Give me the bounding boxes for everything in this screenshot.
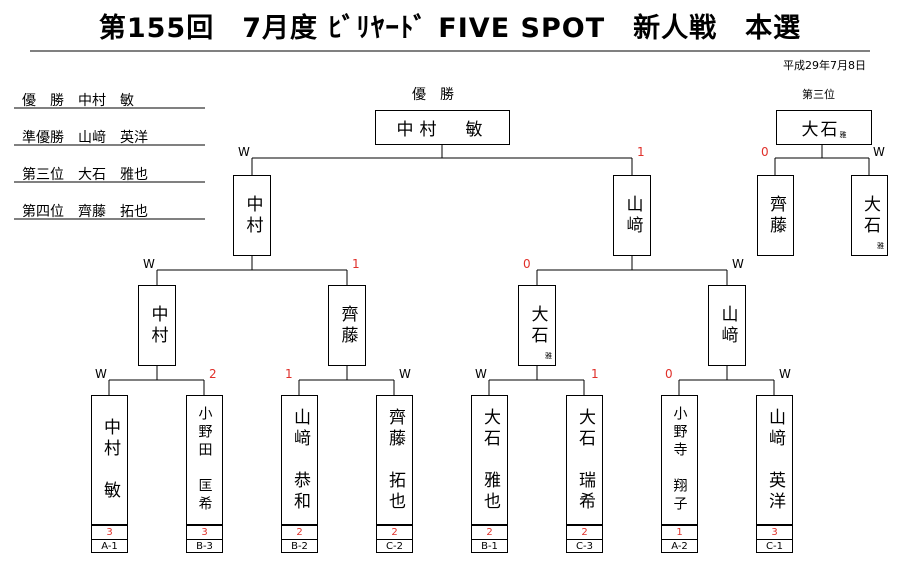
player-group-8: C-1	[766, 541, 783, 552]
player-seed-2: 3	[187, 526, 222, 540]
player-box-5: 大石 雅也	[471, 395, 508, 525]
ranking-third: 第三位 大石 雅也	[22, 167, 148, 183]
player-group-3: B-2	[291, 541, 308, 552]
quarterfinal-name-4: 山﨑	[717, 304, 738, 347]
quarterfinal-small-3: 雅	[545, 352, 552, 360]
semifinal-right-box: 山﨑	[613, 175, 651, 256]
event-date: 平成29年7月8日	[783, 59, 866, 72]
third-place-winner-small: 雅	[839, 130, 847, 139]
third-left-player-name: 齊藤	[766, 194, 786, 237]
player-box-7: 小野寺 翔子	[661, 395, 698, 525]
qf3-left-result: W	[475, 367, 487, 381]
player-seed-3: 2	[282, 526, 317, 540]
third-right-player-small: 雅	[877, 242, 884, 250]
player-name-1: 中村 敏	[100, 418, 120, 502]
player-seed-4: 2	[377, 526, 412, 540]
player-name-2: 小野田 匡希	[196, 406, 213, 514]
quarterfinal-name-2: 齊藤	[337, 304, 358, 347]
player-seed-box-3: 2 B-2	[281, 525, 318, 553]
player-seed-7: 1	[662, 526, 697, 540]
third-place-winner-box: 大石 雅	[776, 110, 872, 145]
page-title: 第155回 7月度 ﾋﾞﾘﾔｰﾄﾞ FIVE SPOT 新人戦 本選	[98, 13, 802, 44]
player-name-8: 山﨑 英洋	[765, 407, 785, 513]
player-group-4: C-2	[386, 541, 403, 552]
player-seed-box-7: 1 A-2	[661, 525, 698, 553]
player-seed-1: 3	[92, 526, 127, 540]
player-seed-6: 2	[567, 526, 602, 540]
player-group-7: A-2	[671, 541, 688, 552]
semifinal-left-right-result: 1	[352, 257, 360, 271]
ranking-fourth: 第四位 齊藤 拓也	[22, 204, 148, 220]
qf1-left-result: W	[95, 367, 107, 381]
third-left-player-box: 齊藤	[757, 175, 794, 256]
semifinal-right-name: 山﨑	[622, 194, 643, 237]
qf4-right-result: W	[779, 367, 791, 381]
third-right-player-box: 大石 雅	[851, 175, 888, 256]
player-name-3: 山﨑 恭和	[290, 407, 310, 513]
player-name-7: 小野寺 翔子	[671, 406, 688, 514]
qf3-right-result: 1	[591, 367, 599, 381]
quarterfinal-name-3: 大石	[527, 304, 548, 347]
quarterfinal-name-1: 中村	[147, 304, 168, 347]
semifinal-left-box: 中村	[233, 175, 271, 256]
player-box-8: 山﨑 英洋	[756, 395, 793, 525]
third-place-label: 第三位	[802, 88, 835, 101]
player-box-2: 小野田 匡希	[186, 395, 223, 525]
player-name-6: 大石 瑞希	[575, 407, 595, 513]
semifinal-right-left-result: 0	[523, 257, 531, 271]
player-seed-box-8: 3 C-1	[756, 525, 793, 553]
player-seed-box-5: 2 B-1	[471, 525, 508, 553]
final-right-result: 1	[637, 145, 645, 159]
semifinal-left-name: 中村	[242, 194, 263, 237]
third-place-winner-name: 大石	[801, 120, 840, 140]
player-name-4: 齊藤 拓也	[385, 407, 405, 513]
quarterfinal-box-4: 山﨑	[708, 285, 746, 366]
player-name-5: 大石 雅也	[480, 407, 500, 513]
third-right-result: W	[873, 145, 885, 159]
player-box-1: 中村 敏	[91, 395, 128, 525]
player-seed-box-2: 3 B-3	[186, 525, 223, 553]
quarterfinal-box-1: 中村	[138, 285, 176, 366]
champion-box: 中村 敏	[375, 110, 510, 145]
quarterfinal-box-3: 大石 雅	[518, 285, 556, 366]
player-seed-box-4: 2 C-2	[376, 525, 413, 553]
player-group-6: C-3	[576, 541, 593, 552]
player-box-4: 齊藤 拓也	[376, 395, 413, 525]
ranking-first: 優 勝 中村 敏	[22, 93, 134, 109]
qf1-right-result: 2	[209, 367, 217, 381]
final-label: 優 勝	[412, 87, 454, 103]
player-seed-box-1: 3 A-1	[91, 525, 128, 553]
champion-name: 中村 敏	[396, 120, 489, 140]
quarterfinal-box-2: 齊藤	[328, 285, 366, 366]
third-right-player-name: 大石	[860, 194, 880, 237]
player-seed-8: 3	[757, 526, 792, 540]
player-group-2: B-3	[196, 541, 213, 552]
player-group-1: A-1	[101, 541, 118, 552]
ranking-second: 準優勝 山﨑 英洋	[22, 130, 148, 146]
final-left-result: W	[238, 145, 250, 159]
player-seed-box-6: 2 C-3	[566, 525, 603, 553]
qf2-right-result: W	[399, 367, 411, 381]
player-box-6: 大石 瑞希	[566, 395, 603, 525]
qf2-left-result: 1	[285, 367, 293, 381]
player-seed-5: 2	[472, 526, 507, 540]
third-left-result: 0	[761, 145, 769, 159]
player-box-3: 山﨑 恭和	[281, 395, 318, 525]
player-group-5: B-1	[481, 541, 498, 552]
qf4-left-result: 0	[665, 367, 673, 381]
semifinal-left-left-result: W	[143, 257, 155, 271]
semifinal-right-right-result: W	[732, 257, 744, 271]
